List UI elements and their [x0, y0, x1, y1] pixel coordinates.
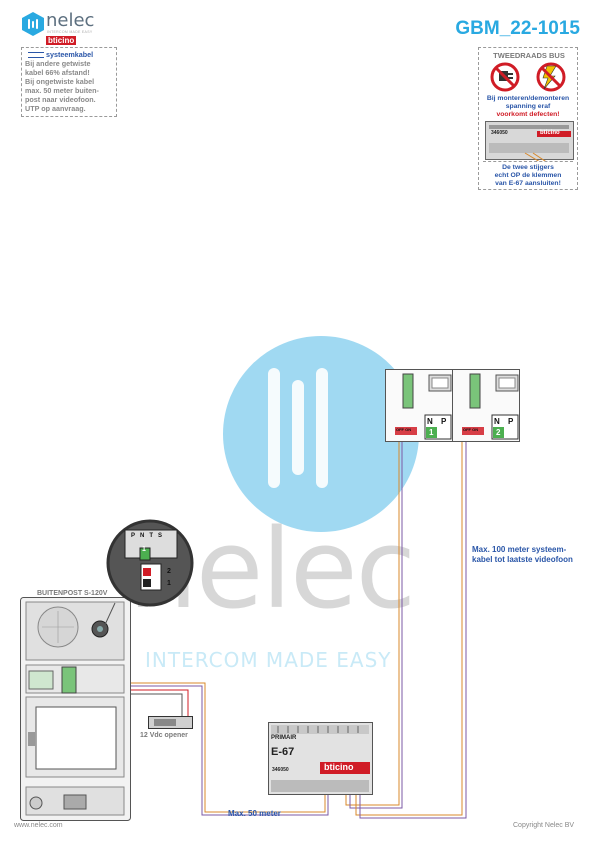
max100-label: Max. 100 meter systeem- kabel tot laatst…: [472, 545, 573, 564]
cable-note-line: Bij andere getwiste: [25, 59, 91, 68]
opener-label: 12 Vdc opener: [140, 732, 188, 739]
no-plug-icon: [490, 62, 520, 92]
bus-warning-box: TWEEDRAADS BUS Bij monteren/demonteren s…: [478, 47, 578, 190]
switch-label-1: 1: [167, 580, 171, 587]
terminal-letters: PNTS: [131, 533, 168, 539]
no-voltage-icon: [536, 62, 566, 92]
vp2-onoff: OFF ON: [463, 427, 479, 432]
bticino-logo: bticino: [46, 36, 77, 45]
cable-note-line: max. 50 meter buiten-: [25, 86, 99, 95]
footer-website: www.nelec.com: [14, 822, 63, 829]
unit-brand-thumb: bticino: [540, 130, 560, 136]
outdoor-panel-label: BUITENPOST S-120V: [37, 590, 108, 597]
vp1-p-label: P: [441, 417, 447, 426]
cable-note-heading: systeemkabel: [25, 50, 113, 59]
vp2-p-label: P: [508, 417, 514, 426]
switch-label-2: 2: [167, 568, 171, 575]
door-opener-icon: [148, 716, 193, 729]
vp2-n-label: N: [494, 417, 500, 426]
psu-brand-label: bticino: [324, 762, 354, 772]
cable-note-line: UTP op aanvraag.: [25, 104, 86, 113]
psu-primair-label: PRIMAIR: [271, 735, 297, 741]
psu-model-label: E-67: [271, 746, 295, 758]
nelec-logo-icon: [22, 12, 44, 36]
watermark-logo-bars: [268, 368, 328, 488]
riser-warning-text: De twee stijgers echt OP de klemmen van …: [494, 164, 562, 187]
watermark-tagline: INTERCOM MADE EASY: [145, 648, 392, 672]
warning-divider: [483, 161, 573, 162]
logo-wordmark: nelec: [46, 10, 95, 31]
vp1-value: 1: [429, 428, 434, 437]
vp1-n-label: N: [427, 417, 433, 426]
cable-note-line: post naar videofoon.: [25, 95, 96, 104]
power-supply-thumbnail: [485, 121, 574, 161]
videophone-2: [452, 369, 520, 442]
mount-warning-text: Bij monteren/demonteren spanning eraf vo…: [486, 95, 570, 118]
logo-tagline: INTERCOM MADE EASY: [47, 30, 93, 34]
psu-code-label: 346050: [272, 767, 289, 773]
cable-note-line: Bij ongetwiste kabel: [25, 77, 95, 86]
cable-note-box: systeemkabel Bij andere getwiste kabel 6…: [21, 47, 117, 117]
page-title: GBM_22-1015: [455, 18, 580, 39]
warning-title: TWEEDRAADS BUS: [493, 51, 565, 60]
footer-copyright: Copyright Nelec BV: [513, 822, 575, 829]
vp2-value: 2: [496, 428, 501, 437]
terminal-detail-magnifier: [102, 519, 194, 628]
cable-symbol-icon: [28, 52, 44, 59]
bus-wires: [78, 442, 467, 819]
vp1-onoff: OFF ON: [396, 427, 412, 432]
outdoor-panel: [20, 597, 131, 821]
power-supply-e67: [268, 722, 373, 795]
cable-note-line: kabel 66% afstand!: [25, 68, 90, 77]
terminal-value: 1: [142, 546, 146, 553]
videophones-graphic: [385, 369, 520, 442]
unit-code-thumb: 346050: [491, 130, 508, 136]
max50-label: Max. 50 meter: [228, 809, 281, 818]
